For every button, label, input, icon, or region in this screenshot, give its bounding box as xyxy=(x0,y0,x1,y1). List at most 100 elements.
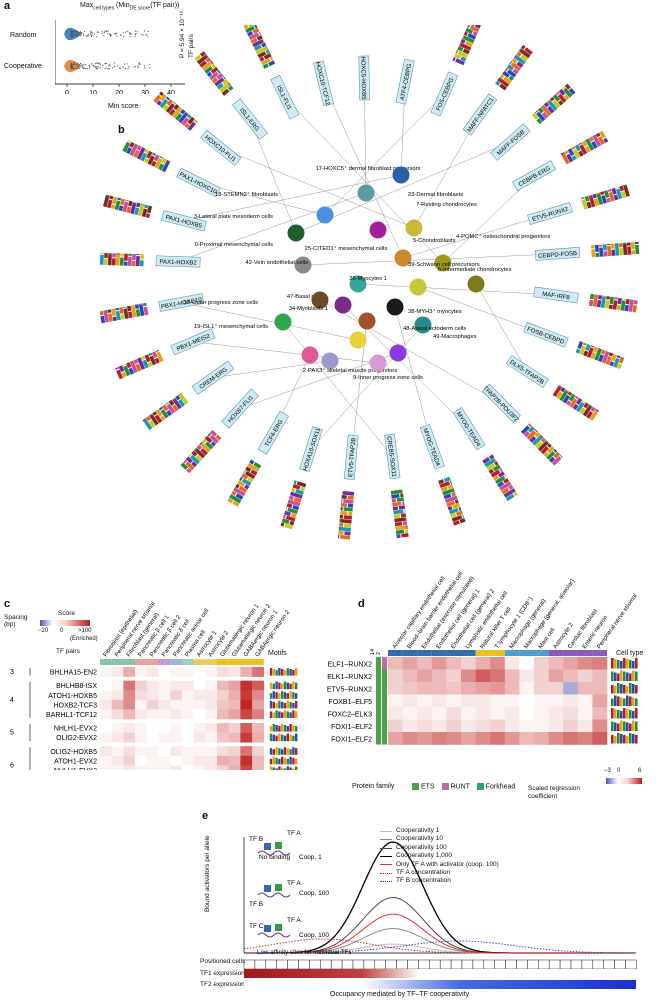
panel-d-motif-letter xyxy=(620,661,623,669)
panel-e-legend-swatch xyxy=(380,872,392,874)
panel-b-logo-letter xyxy=(159,98,169,109)
panel-b-logo-letter xyxy=(546,99,558,111)
panel-b-logo-letter xyxy=(128,253,132,256)
panel-c-motif-letter xyxy=(289,724,292,732)
panel-b-tf-box xyxy=(452,407,486,451)
panel-e-positioned-cell xyxy=(439,959,452,970)
panel-b-logo-letter xyxy=(229,494,232,498)
panel-c-motif-letter xyxy=(272,749,275,755)
panel-b-logo-letter xyxy=(140,254,144,260)
panel-b-logo-letter xyxy=(155,349,160,353)
panel-b-logo-letter xyxy=(606,197,611,203)
panel-c-heat-cell xyxy=(205,709,218,720)
panel-e-positioned-cell xyxy=(548,959,561,970)
panel-b-logo-letter xyxy=(499,467,503,473)
panel-c-motif-letter xyxy=(289,669,292,676)
panel-e-dna-icon xyxy=(257,932,291,938)
panel-b-center-label: 25-CITED1⁺ mesenchymal cells xyxy=(305,245,388,252)
panel-c-heat-cell xyxy=(252,690,265,701)
panel-b-logo-letter xyxy=(586,410,593,419)
panel-b-logo-letter xyxy=(608,352,614,357)
panel-d-motif-letter xyxy=(623,671,626,681)
panel-b-logo-letter xyxy=(141,147,146,150)
panel-c-motif-letter xyxy=(292,735,295,742)
panel-a-point xyxy=(149,63,151,65)
panel-b-logo-letter xyxy=(136,202,141,208)
panel-b-logo-letter xyxy=(633,300,638,305)
panel-e-sites-note: Low-affinity sites for individual TFs xyxy=(257,949,351,956)
panel-b-logo-letter xyxy=(499,482,511,491)
panel-b-edge xyxy=(310,324,424,450)
panel-b-logo-letter xyxy=(390,489,404,495)
panel-b-edge xyxy=(323,83,404,259)
panel-b-logo-letter xyxy=(512,488,516,492)
panel-d-heat-cell xyxy=(402,669,418,683)
panel-e-legend-label: Cooperativity 1,000 xyxy=(396,852,453,860)
panel-b-logo-letter xyxy=(125,199,129,202)
panel-b-edge xyxy=(178,192,367,262)
panel-c-heat-cell xyxy=(146,732,159,743)
panel-b-logo-letter xyxy=(506,69,517,78)
panel-c-heat-cell xyxy=(193,699,206,710)
panel-b-logo-letter xyxy=(592,193,597,199)
panel-b-logo-letter xyxy=(572,148,581,159)
family-forkhead-label: Forkhead xyxy=(485,783,516,791)
panel-b-logo-letter xyxy=(450,513,457,519)
panel-b-logo-letter xyxy=(344,523,352,528)
panel-b-logo-letter xyxy=(547,105,555,114)
panel-c-column-color xyxy=(240,659,253,665)
panel-b-logo-letter xyxy=(588,194,593,197)
panel-b-logo-letter xyxy=(193,447,198,451)
panel-b-logo-letter xyxy=(553,451,561,459)
panel-a-point xyxy=(76,68,79,70)
panel-d-motif-letter xyxy=(626,695,629,706)
panel-e-tf1-bar xyxy=(244,969,636,978)
panel-b-logo-letter xyxy=(243,25,249,30)
panel-b-logo-letter xyxy=(599,130,606,139)
panel-a-xtick-label: 20 xyxy=(115,90,123,94)
panel-a-point xyxy=(87,34,89,36)
panel-b-cluster-label: 9-Inner progress zone cells xyxy=(353,375,423,381)
panel-e-tfa-label-2: TF A xyxy=(287,880,301,887)
panel-a-point xyxy=(91,32,94,34)
panel-a-point xyxy=(107,30,109,32)
panel-d-heat-cell xyxy=(388,694,403,708)
panel-c-heat-cell xyxy=(240,765,253,770)
panel-b-logo-letter xyxy=(462,35,475,44)
panel-b-logo-letter xyxy=(146,205,153,214)
panel-b-logo-letter xyxy=(129,141,135,148)
panel-b-logo-letter xyxy=(540,446,549,455)
panel-c-motif-letter xyxy=(286,668,289,676)
panel-b-logo-letter xyxy=(204,435,213,444)
panel-b-logo-letter xyxy=(262,38,265,43)
panel-a-point xyxy=(85,64,87,66)
panel-b-cluster-node xyxy=(358,312,376,330)
panel-b-logo-letter xyxy=(466,25,471,29)
panel-b-motif-logo xyxy=(243,25,276,69)
panel-d-column-color xyxy=(504,650,520,656)
panel-b-logo-letter xyxy=(588,195,596,208)
panel-a-point xyxy=(145,34,147,36)
panel-a-point xyxy=(109,63,111,65)
panel-d-heat-cell xyxy=(519,682,535,695)
panel-c-heat-cell xyxy=(252,765,265,770)
panel-d-motif-letter xyxy=(632,697,635,706)
panel-b-logo-letter xyxy=(551,456,562,466)
panel-e-tf2-expression: TF2 expression xyxy=(200,981,245,988)
panel-a-point xyxy=(123,36,125,38)
panel-b-logo-letter xyxy=(472,31,478,36)
panel-b-tf-box xyxy=(512,160,557,192)
panel-c-heat-cell xyxy=(228,699,241,710)
panel-b-logo-letter xyxy=(146,150,153,159)
panel-a-point xyxy=(148,67,150,69)
panel-c-motif-letter xyxy=(281,724,284,732)
panel-e-positioned-cell xyxy=(527,959,539,970)
panel-b-logo-letter xyxy=(398,505,406,510)
panel-b-logo-letter xyxy=(458,506,462,511)
panel-a-point xyxy=(104,30,106,32)
panel-b-tf-box xyxy=(384,433,401,480)
panel-c-motif-letter xyxy=(281,691,284,699)
panel-b-logo-letter xyxy=(459,42,472,51)
panel-b-logo-letter xyxy=(555,91,560,96)
